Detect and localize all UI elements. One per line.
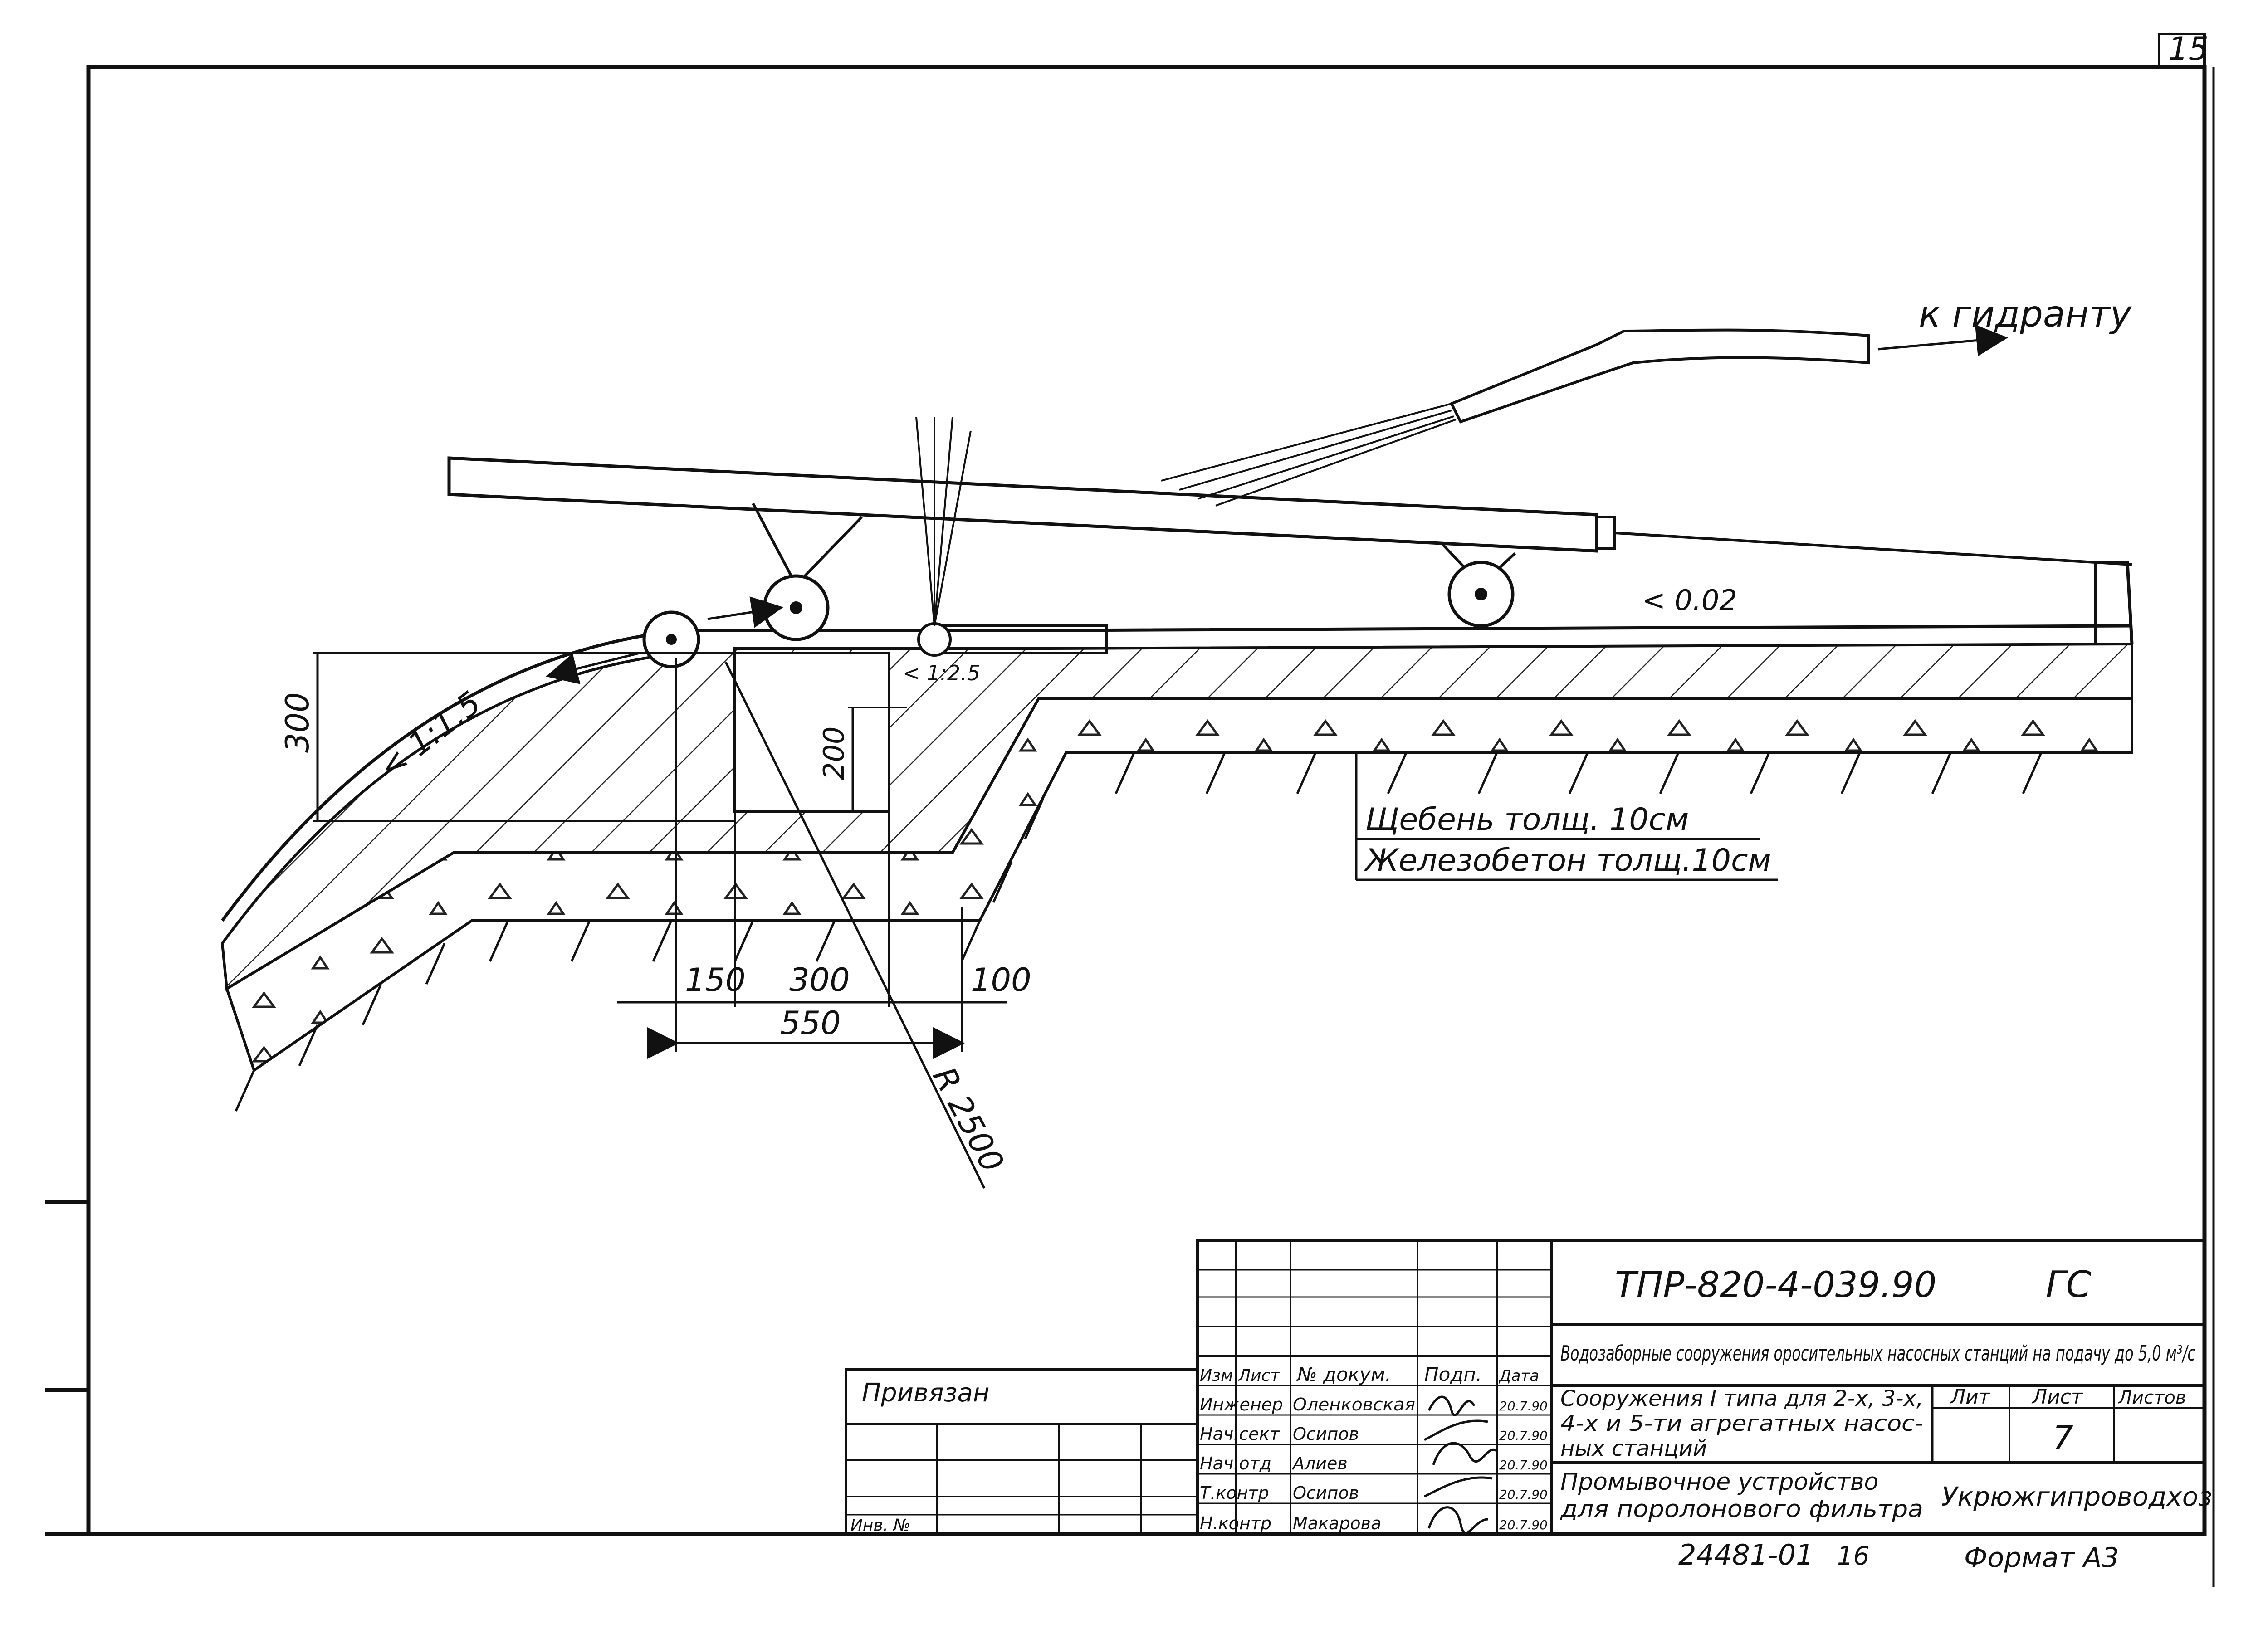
title-block bbox=[845, 1239, 2206, 1536]
sheet-value: 7 bbox=[2053, 1419, 2073, 1457]
dim-height-left: 300 bbox=[279, 652, 735, 822]
project-title: Водозаборные сооружения оросительных нас… bbox=[1560, 1341, 2195, 1366]
stage-code: ГС bbox=[2046, 1263, 2092, 1306]
bound-label: Привязан bbox=[862, 1378, 989, 1408]
signature-rows: Инженер Оленковская 20.7.90 Нач.сект Оси… bbox=[1200, 1395, 1548, 1533]
col-lit: Лит bbox=[1950, 1385, 1991, 1409]
motion-arrow-slope bbox=[546, 652, 640, 684]
col-sheets: Листов bbox=[2117, 1387, 2186, 1408]
motion-arrow-carriage bbox=[707, 596, 783, 628]
ground-section bbox=[220, 561, 2134, 1112]
copy-number: 24481-01 bbox=[1678, 1538, 1814, 1571]
svg-text:150: 150 bbox=[685, 961, 746, 999]
part-title-1: Сооружения I типа для 2-х, 3-х, bbox=[1560, 1386, 1923, 1411]
slope-small-label: < 1:2.5 bbox=[903, 661, 980, 685]
col-sheet: Лист bbox=[2031, 1385, 2083, 1409]
part-title-3: ных станций bbox=[1560, 1436, 1707, 1461]
svg-text:R 2500: R 2500 bbox=[925, 1061, 1011, 1178]
header-izm: Изм bbox=[1200, 1366, 1233, 1385]
sig-date: 20.7.90 bbox=[1499, 1428, 1548, 1443]
header-date: Дата bbox=[1498, 1367, 1539, 1385]
sig-role: Н.контр bbox=[1200, 1513, 1271, 1533]
svg-text:100: 100 bbox=[971, 961, 1031, 999]
layer-crushed-stone: Щебень толщ. 10см bbox=[1365, 802, 1689, 838]
sheet-title-2: для поролонового фильтра bbox=[1560, 1496, 1923, 1523]
sheet-number: 15 bbox=[2168, 30, 2209, 68]
dim-height-pit: 200 bbox=[817, 707, 907, 812]
sig-date: 20.7.90 bbox=[1499, 1458, 1548, 1473]
sig-date: 20.7.90 bbox=[1499, 1517, 1548, 1532]
signature-marks bbox=[1423, 1395, 1498, 1534]
svg-text:550: 550 bbox=[780, 1005, 841, 1042]
part-title-2: 4-х и 5-ти агрегатных насос- bbox=[1560, 1411, 1923, 1436]
hydrant-arrow bbox=[1877, 324, 2008, 356]
copy-sheet: 16 bbox=[1837, 1541, 1869, 1571]
sig-role: Инженер bbox=[1200, 1395, 1283, 1415]
sig-name: Оленковская bbox=[1293, 1395, 1415, 1415]
svg-text:300: 300 bbox=[789, 961, 850, 999]
sheet-title-1: Промывочное устройство bbox=[1560, 1468, 1878, 1496]
sig-name: Осипов bbox=[1293, 1483, 1359, 1503]
hydrant-hose: к гидранту bbox=[1161, 293, 2132, 507]
doc-code: ТПР-820-4-039.90 bbox=[1615, 1265, 1936, 1306]
sig-date: 20.7.90 bbox=[1499, 1399, 1548, 1414]
sig-name: Алиев bbox=[1291, 1454, 1348, 1473]
sig-role: Нач.сект bbox=[1200, 1424, 1281, 1444]
sig-role: Нач.отд bbox=[1200, 1454, 1271, 1473]
sig-name: Макарова bbox=[1293, 1513, 1381, 1533]
header-list: Лист bbox=[1237, 1366, 1280, 1385]
hydrant-label: к гидранту bbox=[1919, 293, 2132, 335]
sig-date: 20.7.90 bbox=[1499, 1487, 1548, 1502]
format-label: Формат А3 bbox=[1964, 1542, 2119, 1574]
svg-text:200: 200 bbox=[817, 727, 850, 780]
layer-concrete: Железобетон толщ.10см bbox=[1364, 843, 1771, 878]
inv-label: Инв. № bbox=[850, 1516, 910, 1535]
sig-name: Осипов bbox=[1293, 1424, 1359, 1444]
dim-horizontal: 150 300 100 550 bbox=[617, 658, 1031, 1059]
organization: Укрюжгипроводхоз bbox=[1941, 1481, 2212, 1512]
layer-callout: Щебень толщ. 10см Железобетон толщ.10см bbox=[1355, 753, 1778, 881]
header-sign: Подп. bbox=[1424, 1363, 1482, 1385]
svg-text:300: 300 bbox=[279, 692, 316, 753]
slope-top-label: < 0.02 bbox=[1642, 584, 1737, 617]
sig-role: Т.контр bbox=[1200, 1483, 1269, 1503]
header-doc: № докум. bbox=[1296, 1363, 1391, 1385]
